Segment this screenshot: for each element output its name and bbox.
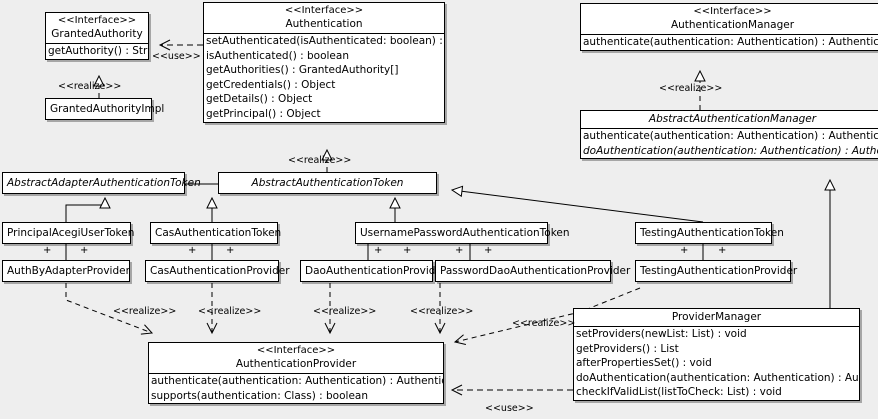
class-header: <<Interface>> Authentication — [204, 3, 444, 33]
class-testing-authentication-token[interactable]: TestingAuthenticationToken — [635, 222, 784, 244]
class-abstract-authentication-token[interactable]: AbstractAuthenticationToken — [218, 172, 437, 194]
class-abstract-adapter-authentication-token[interactable]: AbstractAdapterAuthenticationToken — [2, 172, 201, 194]
association-plus: + — [680, 245, 689, 256]
association-plus: + — [188, 245, 197, 256]
operations-compartment: setProviders(newList: List) : void getPr… — [574, 326, 859, 400]
class-username-password-authentication-token[interactable]: UsernamePasswordAuthenticationToken — [355, 222, 570, 244]
operations-compartment: authenticate(authentication: Authenticat… — [149, 373, 443, 403]
class-name: AuthenticationManager — [670, 19, 795, 31]
operation: checkIfValidList(listToCheck: List) : vo… — [576, 386, 782, 399]
class-header: <<Interface>> GrantedAuthority — [46, 13, 148, 43]
class-name: AuthByAdapterProvider — [7, 265, 130, 277]
class-name: GrantedAuthorityImpl — [50, 103, 165, 115]
label-realize-auth-by-adapter: <<realize>> — [113, 306, 177, 317]
class-cas-authentication-provider[interactable]: CasAuthenticationProvider — [145, 260, 290, 282]
label-realize-cas-provider: <<realize>> — [198, 306, 262, 317]
class-name: TestingAuthenticationToken — [640, 227, 784, 239]
class-cas-authentication-token[interactable]: CasAuthenticationToken — [150, 222, 282, 244]
class-auth-by-adapter-provider[interactable]: AuthByAdapterProvider — [2, 260, 130, 282]
operation: authenticate(authentication: Authenticat… — [583, 130, 878, 142]
label-use-provider-manager: <<use>> — [485, 403, 534, 414]
class-name: UsernamePasswordAuthenticationToken — [360, 227, 570, 239]
class-principal-acegi-user-token[interactable]: PrincipalAcegiUserToken — [2, 222, 135, 244]
association-plus: + — [80, 245, 89, 256]
operation: getAuthorities() : GrantedAuthority[] — [206, 64, 399, 77]
class-name: ProviderManager — [671, 311, 762, 323]
operations-compartment: authenticate(authentication: Authenticat… — [581, 34, 878, 50]
class-name: CasAuthenticationProvider — [150, 265, 290, 277]
stereotype-label: <<Interface>> — [256, 345, 336, 356]
stereotype-label: <<Interface>> — [693, 6, 772, 17]
label-realize-granted-impl: <<realize>> — [58, 81, 122, 92]
class-password-dao-authentication-provider[interactable]: PasswordDaoAuthenticationProvider — [435, 260, 631, 282]
label-realize-password-dao-provider: <<realize>> — [410, 306, 474, 317]
association-plus: + — [403, 245, 412, 256]
operation: authenticate(authentication: Authenticat… — [583, 36, 878, 48]
label-realize-dao-provider: <<realize>> — [313, 306, 377, 317]
class-name: TestingAuthenticationProvider — [640, 265, 798, 277]
operation: getCredentials() : Object — [206, 78, 336, 91]
class-authentication[interactable]: <<Interface>> Authentication setAuthenti… — [203, 2, 445, 123]
class-authentication-provider[interactable]: <<Interface>> AuthenticationProvider aut… — [148, 342, 444, 405]
class-authentication-manager[interactable]: <<Interface>> AuthenticationManager auth… — [580, 3, 878, 51]
class-header: <<Interface>> AuthenticationManager — [581, 4, 878, 34]
label-realize-manager: <<realize>> — [659, 83, 723, 94]
operation: afterPropertiesSet() : void — [576, 357, 712, 370]
stereotype-label: <<Interface>> — [284, 5, 364, 16]
label-use-authentication-granted: <<use>> — [152, 51, 201, 62]
operation: setProviders(newList: List) : void — [576, 328, 747, 340]
operation: getDetails() : Object — [206, 93, 313, 106]
class-header: AbstractAuthenticationManager — [581, 111, 878, 128]
association-plus: + — [374, 245, 383, 256]
class-name: AuthenticationProvider — [235, 358, 357, 370]
class-name: Authentication — [285, 18, 363, 30]
association-plus: + — [43, 245, 52, 256]
association-plus: + — [226, 245, 235, 256]
operation: getAuthority() : String — [48, 45, 148, 57]
operation: isAuthenticated() : boolean — [206, 49, 349, 62]
association-plus: + — [484, 245, 493, 256]
class-dao-authentication-provider[interactable]: DaoAuthenticationProvider — [300, 260, 447, 282]
class-header: <<Interface>> AuthenticationProvider — [149, 343, 443, 373]
class-name: PrincipalAcegiUserToken — [7, 227, 135, 239]
class-name: AbstractAuthenticationManager — [648, 113, 817, 125]
association-plus: + — [718, 245, 727, 256]
class-abstract-authentication-manager[interactable]: AbstractAuthenticationManager authentica… — [580, 110, 878, 160]
operation: getProviders() : List — [576, 342, 679, 355]
label-realize-testing-provider: <<realize>> — [512, 318, 576, 329]
class-name: DaoAuthenticationProvider — [305, 265, 447, 277]
label-realize-abstract-token: <<realize>> — [288, 155, 352, 166]
class-header: ProviderManager — [574, 309, 859, 326]
class-testing-authentication-provider[interactable]: TestingAuthenticationProvider — [635, 260, 798, 282]
class-name: AbstractAdapterAuthenticationToken — [7, 177, 201, 189]
operation: authenticate(authentication: Authenticat… — [151, 375, 443, 387]
operations-compartment: setAuthenticated(isAuthenticated: boolea… — [204, 33, 444, 122]
class-name: GrantedAuthority — [51, 28, 143, 40]
class-name: PasswordDaoAuthenticationProvider — [440, 265, 631, 277]
stereotype-label: <<Interface>> — [57, 15, 137, 26]
class-granted-authority-impl[interactable]: GrantedAuthorityImpl — [45, 98, 165, 120]
class-name: AbstractAuthenticationToken — [251, 177, 404, 189]
operation: supports(authentication: Class) : boolea… — [151, 389, 368, 402]
operation: setAuthenticated(isAuthenticated: boolea… — [206, 35, 444, 47]
association-plus: + — [455, 245, 464, 256]
operation: doAuthentication(authentication: Authent… — [583, 144, 878, 157]
operations-compartment: getAuthority() : String — [46, 43, 148, 59]
operation: doAuthentication(authentication: Authent… — [576, 371, 859, 384]
operations-compartment: authenticate(authentication: Authenticat… — [581, 128, 878, 158]
class-granted-authority[interactable]: <<Interface>> GrantedAuthority getAuthor… — [45, 12, 149, 60]
operation: getPrincipal() : Object — [206, 107, 321, 120]
class-name: CasAuthenticationToken — [155, 227, 282, 239]
class-provider-manager[interactable]: ProviderManager setProviders(newList: Li… — [573, 308, 860, 401]
